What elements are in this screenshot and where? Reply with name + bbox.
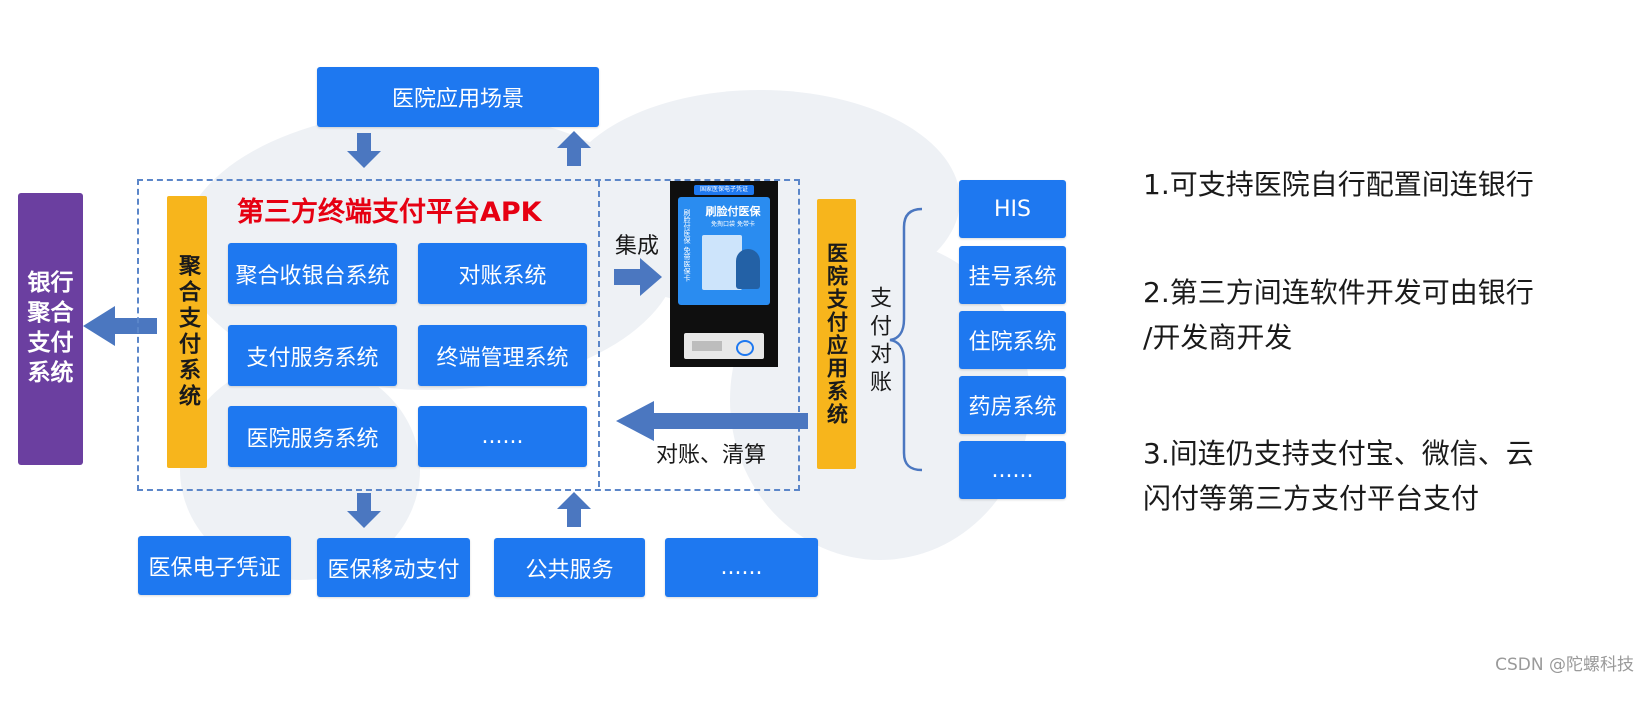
- bank-box-label: 银行 聚合 支付 系统: [27, 270, 74, 386]
- kiosk-nfc-icon: [736, 340, 754, 356]
- arrow-down-icon: [347, 133, 381, 168]
- kiosk-header: 国家医保电子凭证: [694, 185, 754, 195]
- inpatient-system-box: 住院系统: [959, 311, 1066, 369]
- registration-system-box: 挂号系统: [959, 246, 1066, 304]
- more-hospital-systems-box: ......: [959, 441, 1066, 499]
- arrow-down-icon: [347, 493, 381, 528]
- medical-insurance-mobile-payment-box: 医保移动支付: [317, 538, 470, 597]
- reconciliation-system-box: 对账系统: [418, 243, 587, 304]
- kiosk-title: 刷脸付医保: [705, 205, 761, 218]
- payment-reconcile-label: 支付对账: [866, 286, 891, 398]
- aggregate-payment-label: 聚合支付系统: [175, 254, 200, 410]
- more-systems-box: ......: [418, 406, 587, 467]
- hospital-payment-app-bar: 医院支付应用系统: [817, 199, 856, 469]
- his-system-box: HIS: [959, 180, 1066, 238]
- kiosk-screen: 刷脸付医保 免带医保卡 刷脸付医保 免掏口袋 免带卡: [678, 197, 770, 305]
- kiosk-card-slot: [692, 341, 722, 351]
- note-2: 2.第三方间连软件开发可由银行 /开发商开发: [1143, 276, 1534, 354]
- pharmacy-system-box: 药房系统: [959, 376, 1066, 434]
- platform-title: 第三方终端支付平台APK: [237, 197, 542, 228]
- kiosk-base: [684, 333, 764, 359]
- public-service-box: 公共服务: [494, 538, 645, 597]
- payment-kiosk-image: 国家医保电子凭证 刷脸付医保 免带医保卡 刷脸付医保 免掏口袋 免带卡: [670, 181, 778, 367]
- platform-inner-divider: [598, 181, 600, 487]
- arrow-left-icon: [83, 306, 157, 346]
- hospital-payment-app-label: 医院支付应用系统: [824, 242, 849, 426]
- kiosk-side-label: 刷脸付医保 免带医保卡: [683, 209, 691, 282]
- reconcile-settle-label: 对账、清算: [656, 443, 767, 468]
- terminal-management-system-box: 终端管理系统: [418, 325, 587, 386]
- integrate-label: 集成: [615, 234, 660, 259]
- arrow-left-icon: [616, 401, 808, 441]
- payment-service-system-box: 支付服务系统: [228, 325, 397, 386]
- note-3: 3.间连仍支持支付宝、微信、云 闪付等第三方支付平台支付: [1143, 437, 1534, 515]
- bank-aggregate-payment-system: 银行 聚合 支付 系统: [18, 193, 83, 465]
- medical-insurance-e-voucher-box: 医保电子凭证: [138, 536, 291, 595]
- curly-brace-icon: [889, 207, 923, 472]
- arrow-up-icon: [557, 131, 591, 166]
- hospital-service-system-box: 医院服务系统: [228, 406, 397, 467]
- hospital-scenario-box: 医院应用场景: [317, 67, 599, 127]
- more-services-box: ......: [665, 538, 818, 597]
- arrow-up-icon: [557, 492, 591, 527]
- arrow-right-icon: [614, 258, 662, 296]
- kiosk-subtitle: 免掏口袋 免带卡: [711, 221, 755, 228]
- kiosk-person-figure: [736, 249, 760, 289]
- csdn-watermark: CSDN @陀螺科技: [1495, 655, 1634, 675]
- cashier-system-box: 聚合收银台系统: [228, 243, 397, 304]
- kiosk-display: [702, 235, 742, 290]
- aggregate-payment-system-bar: 聚合支付系统: [167, 196, 207, 468]
- note-1: 1.可支持医院自行配置间连银行: [1143, 168, 1534, 201]
- platform-frame: [137, 179, 800, 491]
